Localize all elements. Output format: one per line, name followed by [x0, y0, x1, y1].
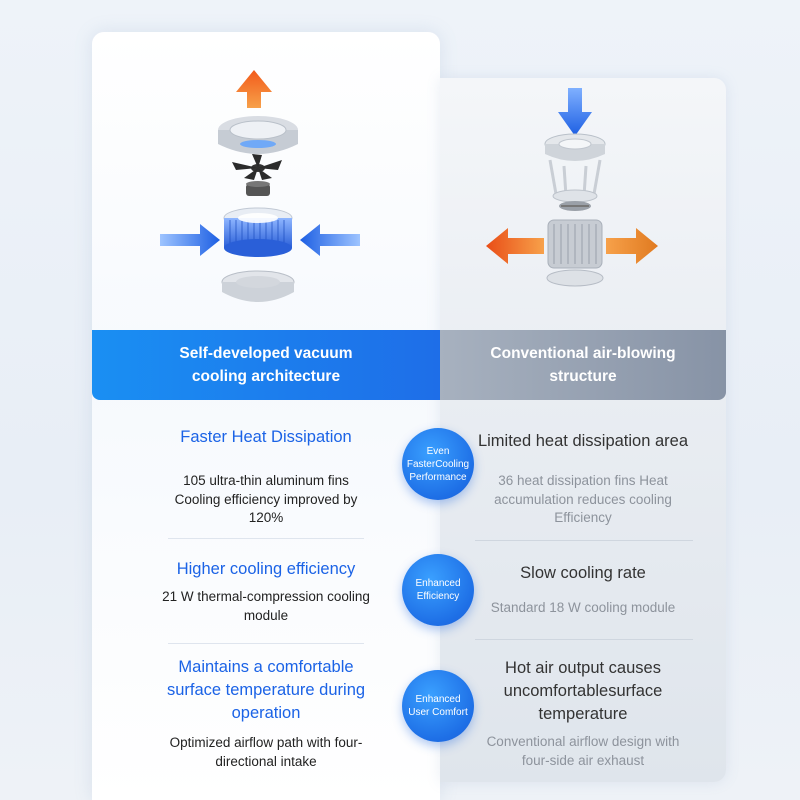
- left-row-3-desc: Optimized airflow path with four-directi…: [169, 735, 363, 769]
- left-row-2-desc: 21 W thermal-compression cooling module: [162, 589, 370, 623]
- right-row-3-desc: Conventional airflow design with four-si…: [486, 734, 680, 768]
- conventional-cooling-banner: Conventional air-blowing structure: [440, 330, 726, 400]
- left-row-1-desc: 105 ultra-thin aluminum fins Cooling eff…: [174, 473, 358, 525]
- faster-cooling-badge-label: Even FasterCooling Performance: [406, 445, 470, 483]
- right-divider: [475, 639, 693, 640]
- vacuum-cooling-exploded-illustration: [160, 70, 360, 302]
- right-row-3-title: Hot air output causes uncomfortablesurfa…: [503, 659, 663, 723]
- enhanced-comfort-badge: Enhanced User Comfort: [402, 670, 474, 742]
- intake-arrow-icon: [160, 224, 220, 256]
- conventional-fan-illustration: [486, 88, 658, 287]
- right-row-2-desc: Standard 18 W cooling module: [490, 600, 676, 615]
- left-row-3-title: Maintains a comfortable surface temperat…: [166, 658, 366, 722]
- left-divider: [168, 538, 364, 539]
- enhanced-efficiency-badge: Enhanced Efficiency: [402, 554, 474, 626]
- conventional-cooling-banner-label: Conventional air-blowing structure: [490, 345, 676, 385]
- intake-arrow-icon: [558, 88, 592, 136]
- left-row-1-title: Faster Heat Dissipation: [180, 428, 352, 446]
- exhaust-arrow-icon: [236, 70, 272, 108]
- enhanced-efficiency-badge-label: Enhanced Efficiency: [415, 578, 461, 602]
- right-row-1-title: Limited heat dissipation area: [477, 432, 689, 450]
- intake-arrow-icon: [300, 224, 360, 256]
- right-row-2-title: Slow cooling rate: [520, 564, 646, 582]
- left-divider: [168, 643, 364, 644]
- vacuum-cooling-banner: Self-developed vacuum cooling architectu…: [92, 330, 440, 400]
- faster-cooling-badge: Even FasterCooling Performance: [402, 428, 474, 500]
- right-divider: [475, 540, 693, 541]
- vacuum-cooling-banner-label: Self-developed vacuum cooling architectu…: [179, 345, 353, 385]
- exhaust-arrow-icon: [606, 228, 658, 264]
- left-row-2-title: Higher cooling efficiency: [176, 560, 356, 578]
- enhanced-comfort-badge-label: Enhanced User Comfort: [408, 694, 468, 718]
- right-row-1-desc: 36 heat dissipation fins Heat accumulati…: [494, 473, 672, 525]
- vacuum-cooling-card: [92, 32, 440, 800]
- exhaust-arrow-icon: [486, 228, 544, 264]
